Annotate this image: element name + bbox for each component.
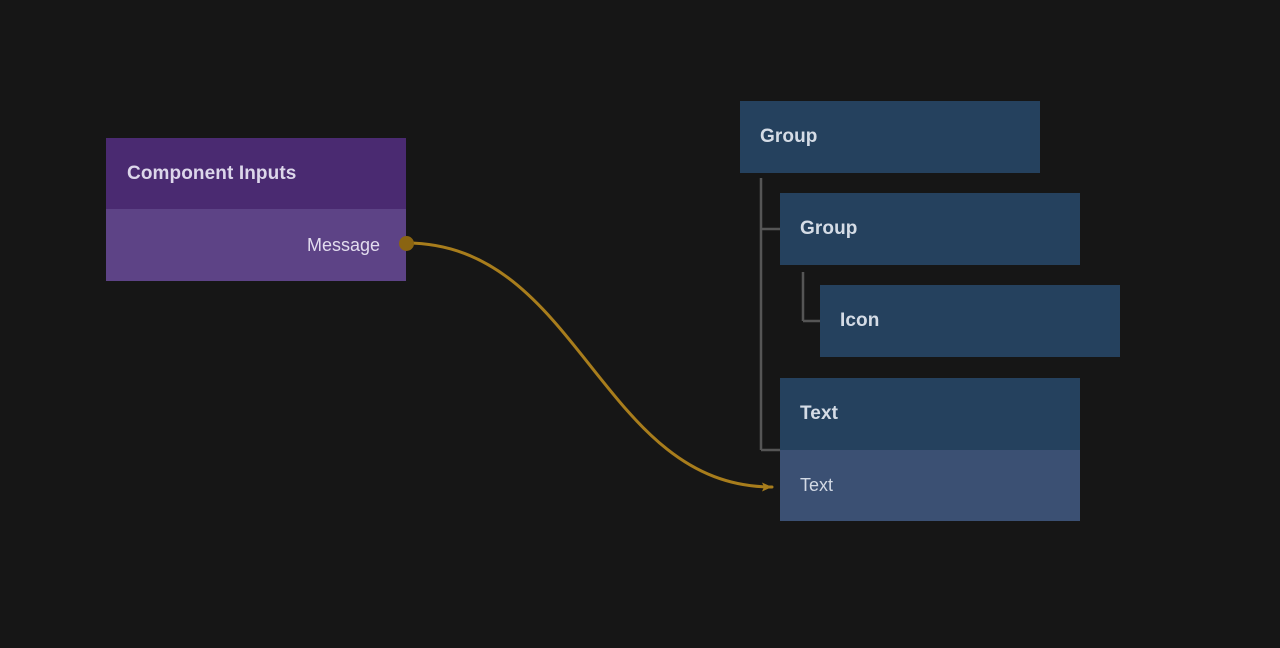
node-group-root[interactable]: Group xyxy=(740,101,1040,173)
node-header[interactable]: Text xyxy=(780,378,1080,450)
node-header[interactable]: Group xyxy=(780,193,1080,265)
node-header[interactable]: Component Inputs xyxy=(106,138,406,209)
text-node-sub-row[interactable]: Text xyxy=(780,450,1080,521)
message-output-port[interactable] xyxy=(399,236,414,251)
connection-edge-message-to-text[interactable] xyxy=(404,241,774,492)
node-header[interactable]: Group xyxy=(740,101,1040,173)
output-port-label: Message xyxy=(306,234,380,255)
node-title: Group xyxy=(800,218,858,239)
node-header[interactable]: Icon xyxy=(820,285,1120,357)
node-icon[interactable]: Icon xyxy=(820,285,1120,357)
node-group-child[interactable]: Group xyxy=(780,193,1080,265)
node-title: Group xyxy=(760,126,818,147)
node-text[interactable]: Text Text xyxy=(780,378,1080,521)
node-title: Text xyxy=(800,403,839,424)
node-title: Icon xyxy=(840,310,880,331)
node-output-row[interactable]: Message xyxy=(106,209,406,281)
node-title: Component Inputs xyxy=(127,162,297,184)
node-component-inputs[interactable]: Component Inputs Message xyxy=(106,138,406,281)
node-sub-label: Text xyxy=(800,475,834,495)
